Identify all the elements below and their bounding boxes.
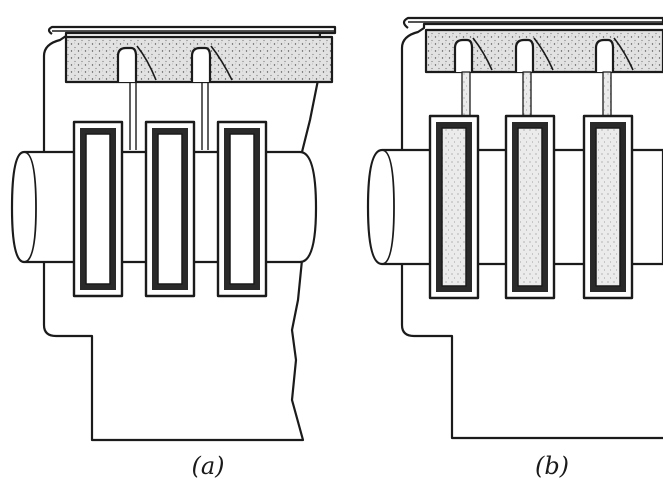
oil-tubes-a <box>116 45 233 150</box>
bearing-rings-a <box>72 120 268 298</box>
housing-outline-a <box>42 25 337 442</box>
caption-a: (a) <box>191 452 225 480</box>
bearing-rings-b <box>428 114 634 300</box>
oil-tubes-b <box>453 37 634 123</box>
panel-b <box>366 16 663 440</box>
housing-outline-b <box>400 16 663 440</box>
caption-b: (b) <box>534 452 570 480</box>
panel-a <box>10 25 337 442</box>
